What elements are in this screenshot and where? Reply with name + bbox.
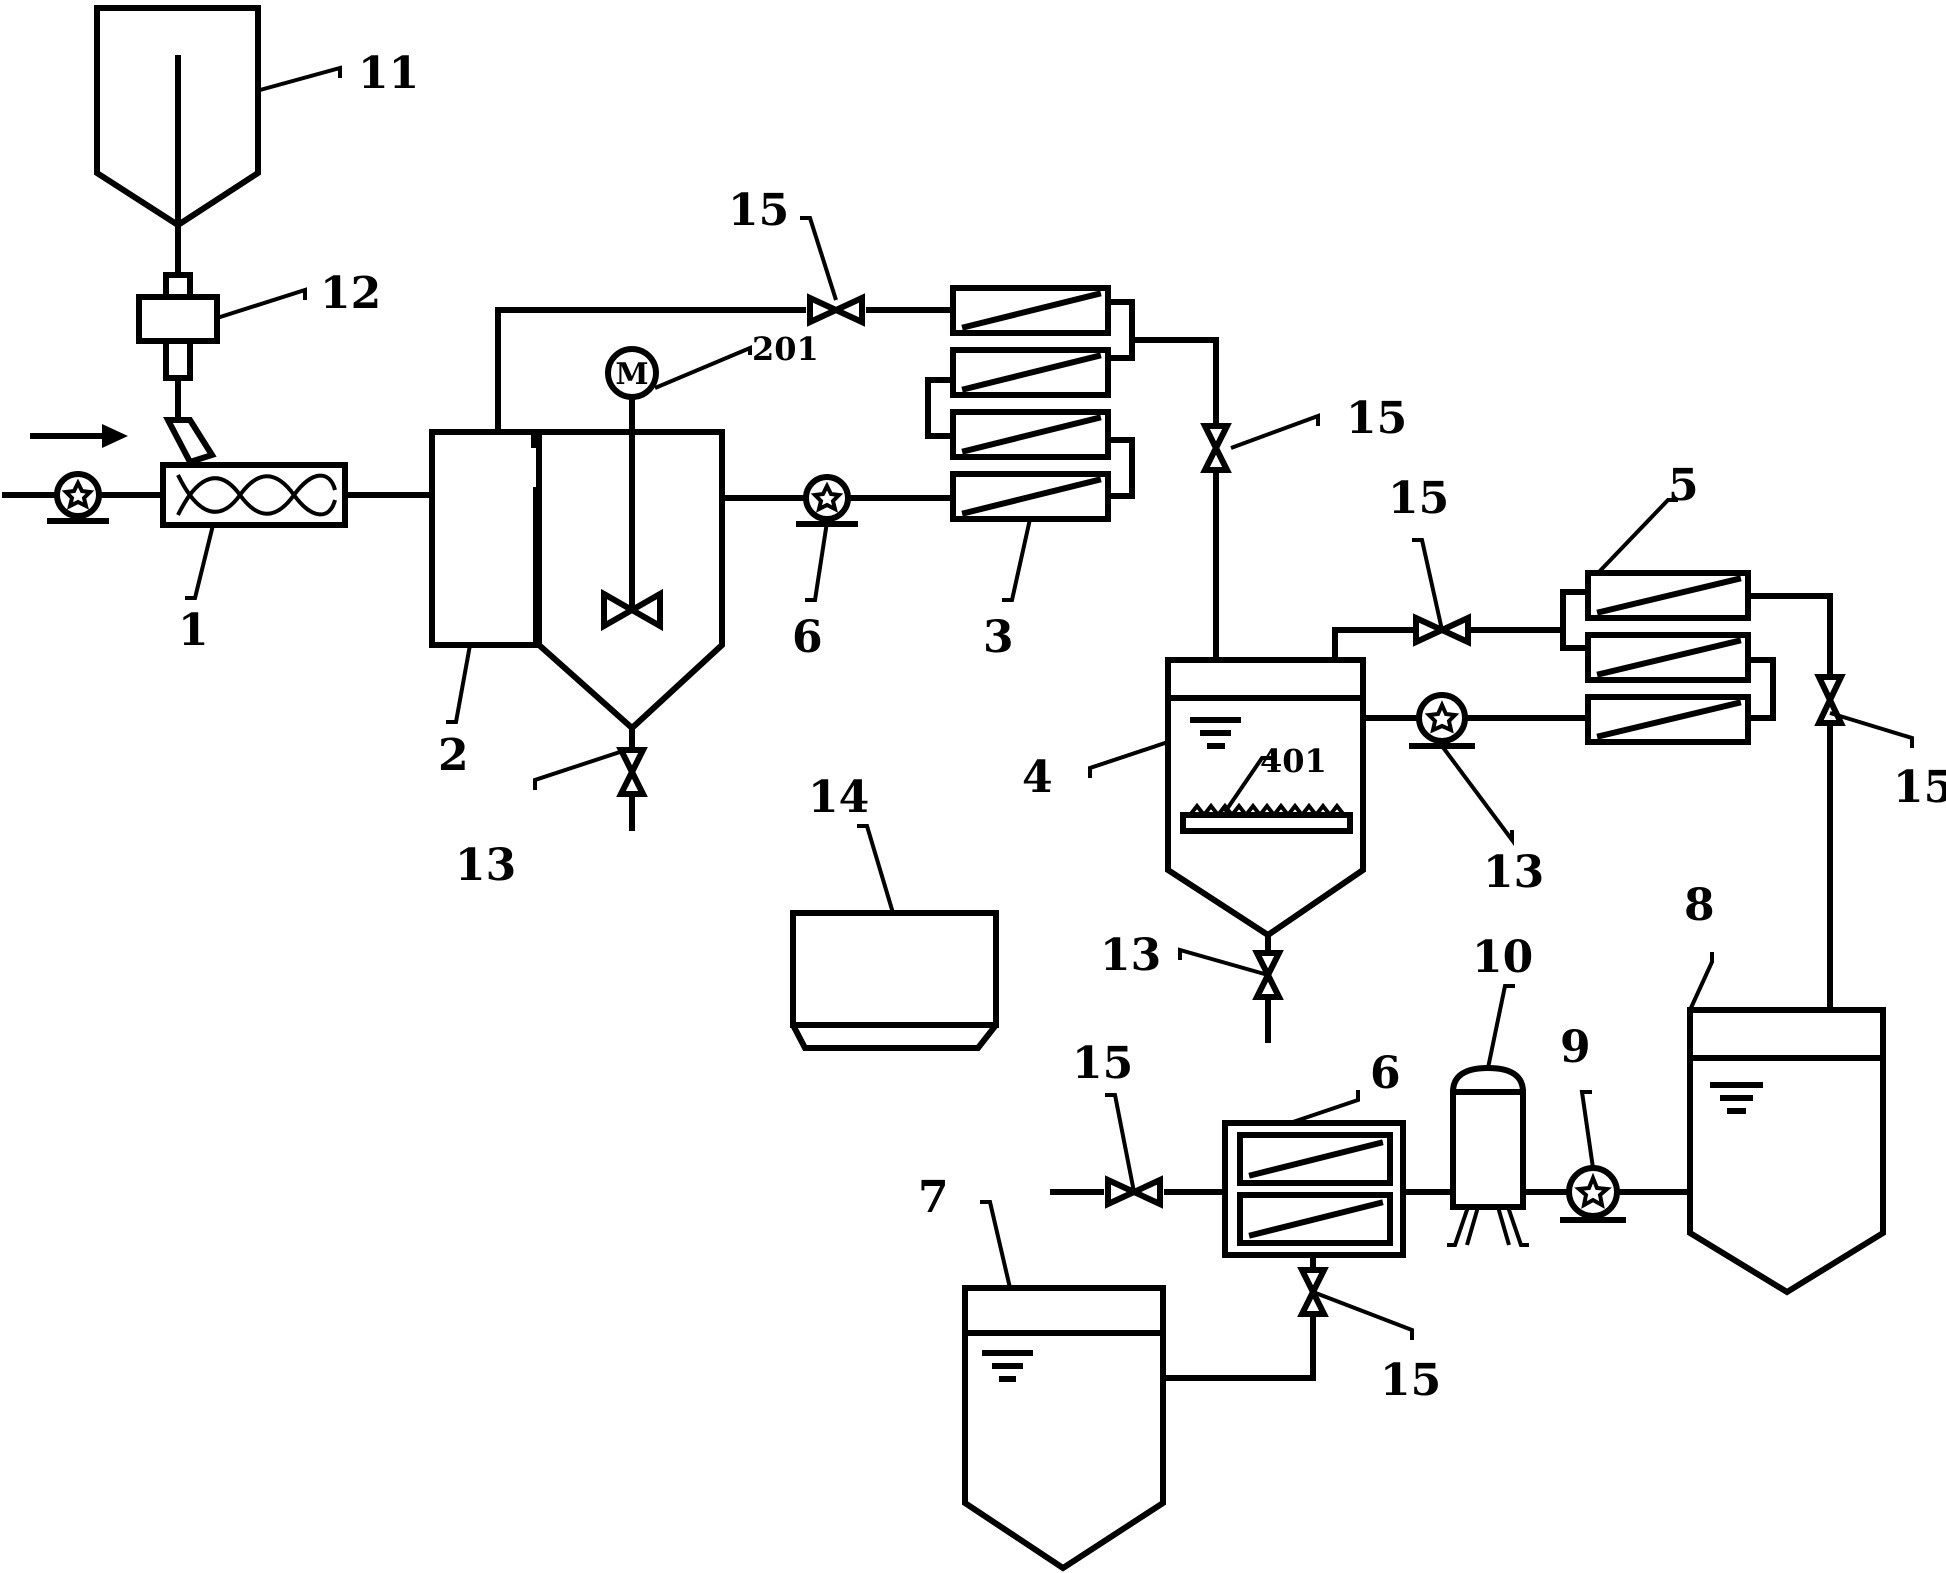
label-13-pump: 13 (1483, 847, 1544, 898)
label-11: 11 (358, 48, 419, 99)
label-12: 12 (320, 268, 381, 319)
control-box-14 (790, 910, 999, 1051)
reactor-tank-2 (429, 392, 725, 733)
valve-icon (616, 747, 648, 797)
label-13-tank2: 13 (455, 840, 516, 891)
label-15-top: 15 (728, 185, 789, 236)
pressure-vessel-10 (1447, 1064, 1529, 1247)
label-4: 4 (1022, 752, 1053, 803)
label-15-right: 15 (1893, 762, 1946, 813)
membrane-module-6 (1222, 1120, 1406, 1258)
label-15-tank4: 15 (1388, 473, 1449, 524)
hopper-11 (94, 5, 261, 281)
pump-icon (1560, 1165, 1626, 1223)
label-5: 5 (1668, 460, 1699, 511)
label-3: 3 (983, 612, 1014, 663)
leader-lines (185, 65, 1914, 1340)
label-401: 401 (1260, 742, 1327, 780)
label-15-inlet: 15 (1072, 1038, 1133, 1089)
label-13-tank4: 13 (1100, 930, 1161, 981)
motor-201: M (605, 346, 659, 400)
product-tank-7 (962, 1285, 1166, 1572)
valve-icon (1105, 1175, 1163, 1209)
label-6-filter: 6 (1370, 1048, 1401, 1099)
valve-icon (1200, 423, 1232, 473)
membrane-module-3 (925, 285, 1135, 522)
label-15-bottom: 15 (1380, 1355, 1441, 1406)
motor-symbol: M (615, 357, 648, 392)
aerator-401 (1180, 802, 1353, 834)
arrow-right-icon (30, 424, 128, 448)
label-15-mid: 15 (1346, 393, 1407, 444)
label-6-pump: 6 (792, 612, 823, 663)
membrane-module-5 (1560, 570, 1776, 745)
storage-tank-8 (1687, 1007, 1886, 1296)
screw-mixer-1 (160, 462, 348, 528)
label-9: 9 (1560, 1022, 1591, 1073)
label-14: 14 (808, 772, 869, 823)
label-201: 201 (752, 330, 819, 368)
label-1: 1 (178, 605, 209, 656)
label-2: 2 (438, 730, 469, 781)
pump-icon (47, 471, 109, 524)
settling-tank-4 (1165, 657, 1366, 939)
label-7: 7 (918, 1172, 949, 1223)
feeder-12 (136, 272, 220, 466)
label-10: 10 (1472, 932, 1533, 983)
valve-icon (807, 293, 865, 327)
label-8: 8 (1684, 880, 1715, 931)
